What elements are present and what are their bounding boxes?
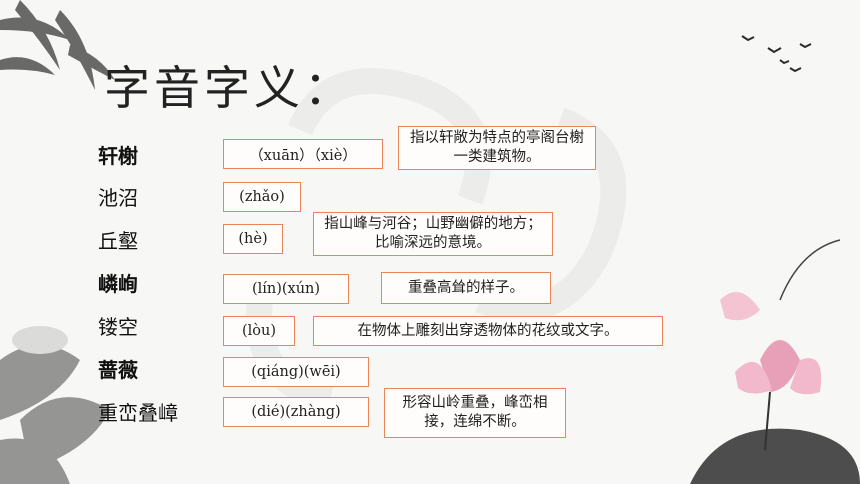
pinyin-box-linxun: (lín)(xún) bbox=[223, 274, 349, 304]
page-title: 字音字义： bbox=[104, 61, 354, 115]
ink-plant-left-decoration bbox=[0, 326, 110, 484]
pinyin-box-xuanxie: （xuān）（xiè） bbox=[223, 139, 383, 169]
term-qiuhe: 丘壑 bbox=[98, 229, 138, 253]
lotus-decoration bbox=[690, 239, 860, 484]
term-loukong: 镂空 bbox=[98, 315, 138, 339]
pinyin-box-chizhao: (zhǎo) bbox=[223, 182, 301, 212]
pinyin-box-diezhang: (dié)(zhàng) bbox=[223, 397, 369, 427]
bamboo-leaves-decoration bbox=[0, 0, 115, 90]
term-linxun: 嶙峋 bbox=[98, 272, 138, 296]
definition-box-chongluandiezhang: 形容山岭重叠，峰峦相接，连绵不断。 bbox=[384, 388, 566, 438]
definition-box-linxun: 重叠高耸的样子。 bbox=[381, 272, 551, 304]
term-qiangwei: 蔷薇 bbox=[98, 358, 138, 382]
definition-box-loukong: 在物体上雕刻出穿透物体的花纹或文字。 bbox=[313, 316, 663, 346]
definition-box-xuanxie: 指以轩敞为特点的亭阁台榭一类建筑物。 bbox=[398, 126, 596, 170]
pinyin-box-qiuhe: (hè) bbox=[223, 224, 283, 254]
term-xuanxie: 轩榭 bbox=[98, 144, 138, 168]
pinyin-box-qiangwei: (qiáng)(wēi) bbox=[223, 357, 369, 387]
term-chizhao: 池沼 bbox=[98, 186, 138, 210]
term-chongluandiezhang: 重峦叠嶂 bbox=[98, 401, 178, 425]
flying-birds-decoration bbox=[741, 35, 812, 73]
definition-box-qiuhe: 指山峰与河谷；山野幽僻的地方；比喻深远的意境。 bbox=[313, 212, 553, 256]
pinyin-box-loukong: (lòu) bbox=[223, 316, 295, 346]
